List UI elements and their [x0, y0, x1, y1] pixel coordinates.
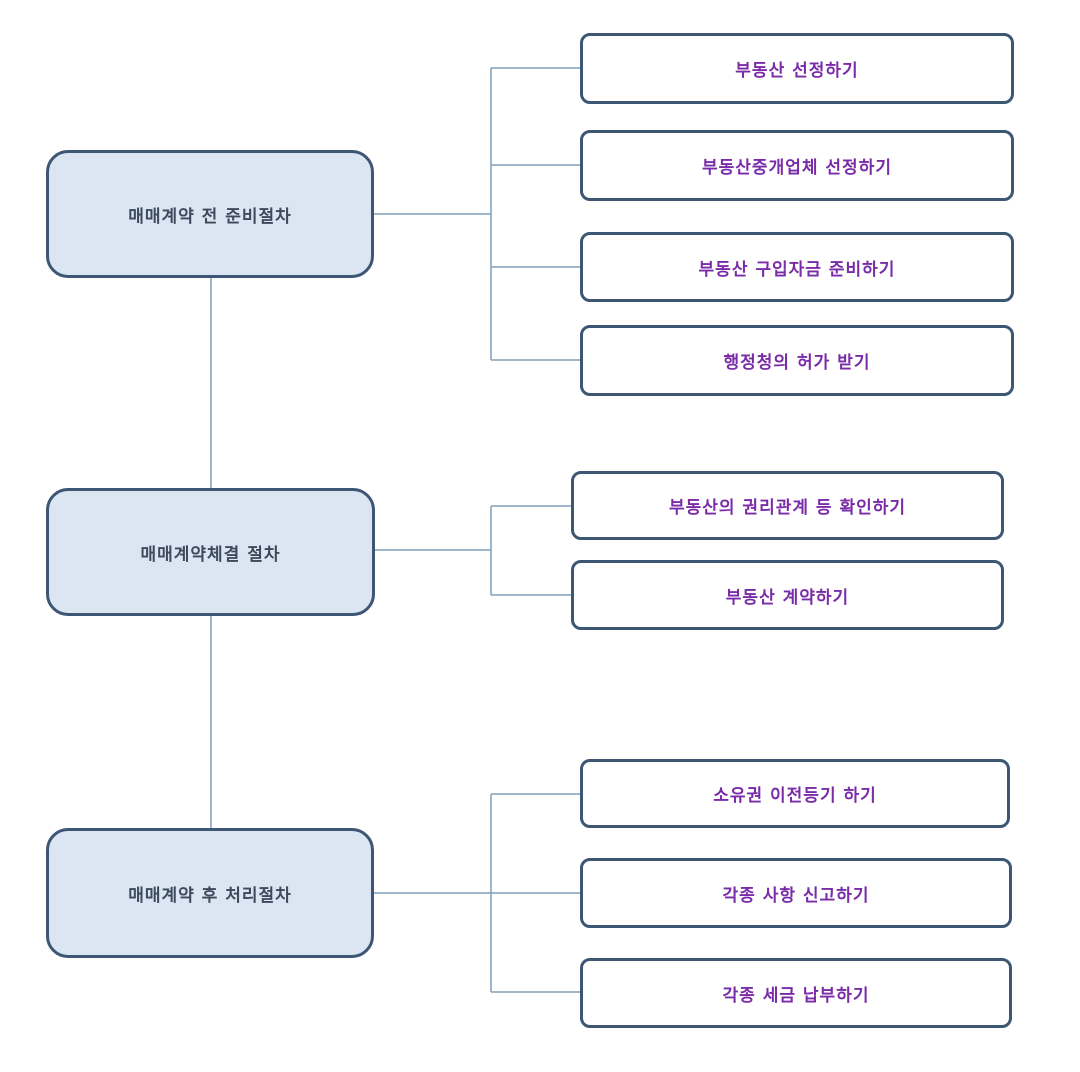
task-label: 각종 세금 납부하기 [722, 985, 870, 1006]
stage-box-2: 매매계약체결 절차 [46, 488, 375, 616]
task-box: 각종 세금 납부하기 [580, 958, 1012, 1028]
task-label: 소유권 이전등기 하기 [713, 786, 877, 806]
stage-label: 매매계약체결 절차 [140, 544, 281, 565]
task-box: 각종 사항 신고하기 [580, 858, 1012, 928]
task-label: 행정청의 허가 받기 [723, 353, 871, 373]
task-label: 부동산 구입자금 준비하기 [698, 259, 896, 280]
task-box: 부동산중개업체 선정하기 [580, 130, 1014, 201]
task-label: 부동산중개업체 선정하기 [702, 158, 892, 178]
stage-label: 매매계약 전 준비절차 [128, 206, 292, 227]
task-label: 부동산 계약하기 [725, 587, 850, 608]
stage-box-3: 매매계약 후 처리절차 [46, 828, 374, 958]
task-label: 각종 사항 신고하기 [722, 885, 870, 906]
task-box: 부동산의 권리관계 등 확인하기 [571, 471, 1004, 540]
task-box: 부동산 계약하기 [571, 560, 1004, 630]
task-box: 소유권 이전등기 하기 [580, 759, 1010, 828]
task-label: 부동산 선정하기 [735, 61, 859, 81]
task-box: 부동산 구입자금 준비하기 [580, 232, 1014, 302]
task-label: 부동산의 권리관계 등 확인하기 [668, 498, 907, 518]
stage-label: 매매계약 후 처리절차 [128, 885, 292, 906]
stage-box-1: 매매계약 전 준비절차 [46, 150, 374, 278]
task-box: 행정청의 허가 받기 [580, 325, 1014, 396]
task-box: 부동산 선정하기 [580, 33, 1014, 104]
